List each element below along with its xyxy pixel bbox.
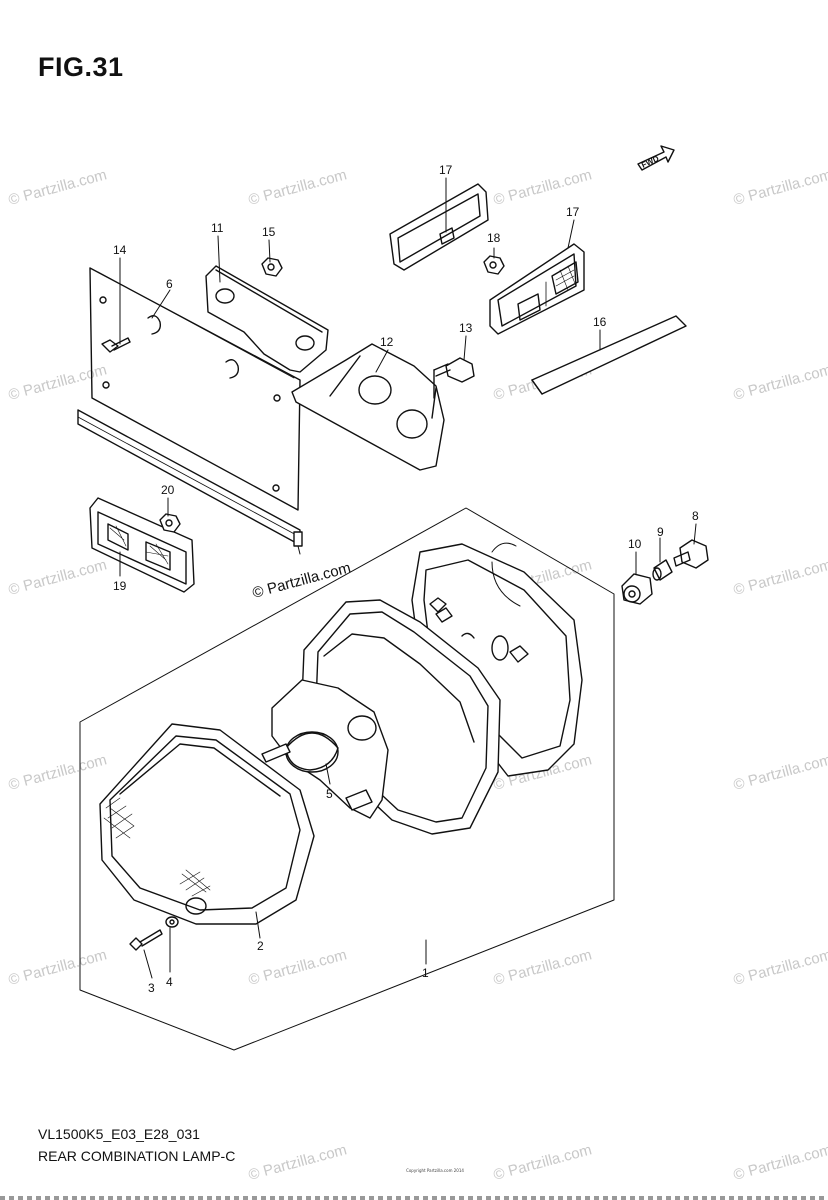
- washer-4-icon: [165, 916, 179, 928]
- callout-label: 19: [113, 579, 127, 593]
- callout-label: 4: [166, 975, 173, 989]
- watermark: © Partzilla.com: [732, 946, 828, 989]
- nut-18-icon: [483, 255, 505, 275]
- fwd-label: FWD: [640, 154, 661, 170]
- copyright-note: Copyright Partzilla.com 2014: [406, 1168, 464, 1173]
- callout-label: 18: [487, 231, 501, 245]
- bracket-plate-11: [205, 265, 329, 373]
- watermark: © Partzilla.com: [732, 1141, 828, 1184]
- callout-label: 1: [422, 966, 429, 980]
- callout-label: 15: [262, 225, 276, 239]
- callout-label: 13: [459, 321, 473, 335]
- callout-label: 16: [593, 315, 607, 329]
- callout-label: 10: [628, 537, 642, 551]
- bolt-13-icon: [433, 357, 475, 399]
- leader-lines: [119, 177, 697, 979]
- figure-title: FIG.31: [38, 52, 124, 82]
- callout-label: 11: [211, 221, 224, 235]
- fwd-arrow-icon: FWD: [637, 145, 675, 171]
- callout-label: 14: [113, 243, 127, 257]
- callout-label: 12: [380, 335, 394, 349]
- license-plate-bracket: [89, 267, 301, 511]
- callout-label: 5: [326, 787, 333, 801]
- lamp-lens: [99, 723, 315, 925]
- callout-label: 9: [657, 525, 664, 539]
- watermark: © Partzilla.com: [247, 166, 349, 209]
- watermark: © Partzilla.com: [7, 946, 109, 989]
- watermark: © Partzilla.com: [492, 946, 594, 989]
- watermark: © Partzilla.com: [7, 361, 109, 404]
- callout-label: 17: [566, 205, 580, 219]
- watermark: © Partzilla.com: [732, 556, 828, 599]
- bottom-divider: [0, 1196, 828, 1200]
- watermark: © Partzilla.com: [7, 751, 109, 794]
- callout-label: 6: [166, 277, 173, 291]
- nut-15-icon: [261, 257, 283, 277]
- watermark-dark: © Partzilla.com: [251, 559, 353, 602]
- callout-label: 8: [692, 509, 699, 523]
- collar-9-icon: [652, 559, 673, 581]
- watermark: © Partzilla.com: [732, 361, 828, 404]
- callout-label: 17: [439, 163, 453, 177]
- seal-strip-16: [531, 315, 687, 395]
- bracket-12: [291, 343, 445, 471]
- watermark: © Partzilla.com: [7, 166, 109, 209]
- callout-label: 20: [161, 483, 175, 497]
- callout-label: 2: [257, 939, 264, 953]
- callout-label: 3: [148, 981, 155, 995]
- watermark: © Partzilla.com: [492, 166, 594, 209]
- assembly-name: REAR COMBINATION LAMP-C: [38, 1148, 236, 1164]
- reflector-17-upper: [389, 183, 489, 271]
- bolt-8-icon: [673, 539, 709, 569]
- screw-3-icon: [129, 929, 163, 951]
- callout-labels: 1 2 3 4 5 6 8 9 10 11 12 13 14 15 16 17 …: [113, 163, 699, 995]
- reflector-19: [89, 497, 195, 593]
- nut-20-icon: [159, 513, 181, 533]
- screw-14-icon: [101, 337, 131, 353]
- watermark: © Partzilla.com: [732, 751, 828, 794]
- model-code: VL1500K5_E03_E28_031: [38, 1126, 200, 1142]
- watermark: © Partzilla.com: [7, 556, 109, 599]
- watermark: © Partzilla.com: [732, 166, 828, 209]
- watermark: © Partzilla.com: [247, 1141, 349, 1184]
- watermark: © Partzilla.com: [492, 1141, 594, 1184]
- grommet-10-icon: [621, 573, 653, 605]
- bulb-socket: [261, 679, 389, 819]
- reflector-17-lower: [489, 243, 585, 335]
- assembly-outline-box: [79, 507, 615, 1051]
